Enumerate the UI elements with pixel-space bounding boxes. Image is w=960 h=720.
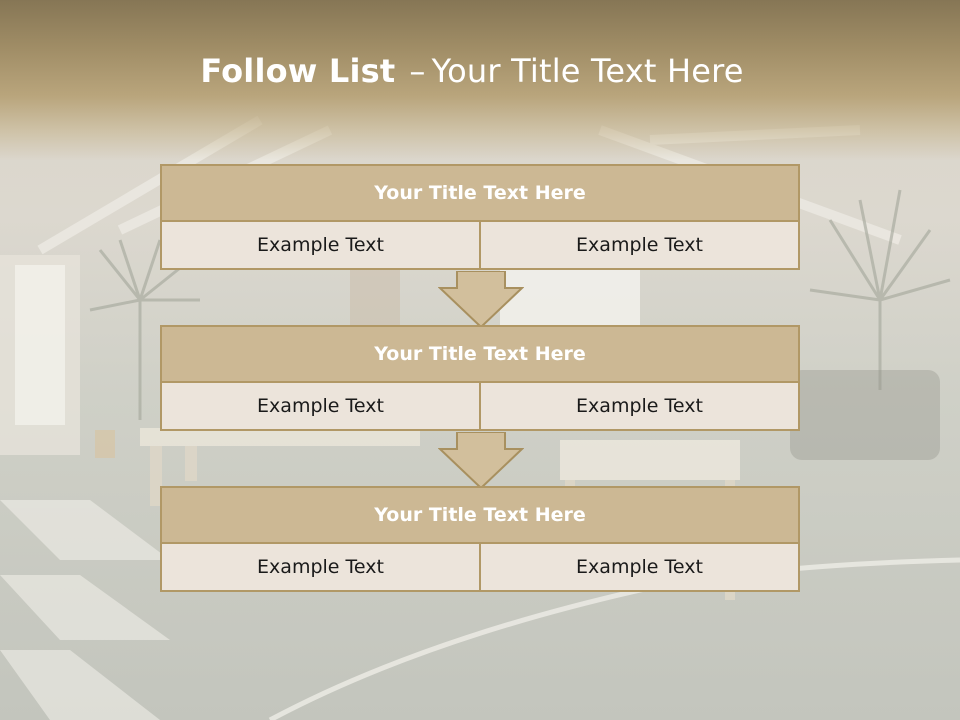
- block-row: Example Text Example Text: [162, 383, 798, 429]
- list-block-1: Your Title Text Here Example Text Exampl…: [160, 164, 800, 270]
- list-block-3: Your Title Text Here Example Text Exampl…: [160, 486, 800, 592]
- block-title: Your Title Text Here: [162, 488, 798, 544]
- block-row: Example Text Example Text: [162, 222, 798, 268]
- block-row: Example Text Example Text: [162, 544, 798, 590]
- block-cell-left: Example Text: [257, 395, 384, 417]
- page-title: Follow List–Your Title Text Here: [0, 52, 944, 90]
- title-bold-part: Follow List: [200, 52, 396, 90]
- header-band: [0, 0, 960, 160]
- down-arrow-icon: [438, 432, 524, 490]
- block-title: Your Title Text Here: [162, 166, 798, 222]
- down-arrow-icon: [438, 271, 524, 329]
- title-subtitle-part: Your Title Text Here: [431, 52, 744, 90]
- block-cell-left: Example Text: [257, 234, 384, 256]
- block-title: Your Title Text Here: [162, 327, 798, 383]
- block-cell-right: Example Text: [479, 383, 798, 429]
- list-block-2: Your Title Text Here Example Text Exampl…: [160, 325, 800, 431]
- block-cell-right: Example Text: [479, 544, 798, 590]
- block-cell-right: Example Text: [479, 222, 798, 268]
- title-dash: –: [409, 52, 426, 90]
- block-cell-left: Example Text: [257, 556, 384, 578]
